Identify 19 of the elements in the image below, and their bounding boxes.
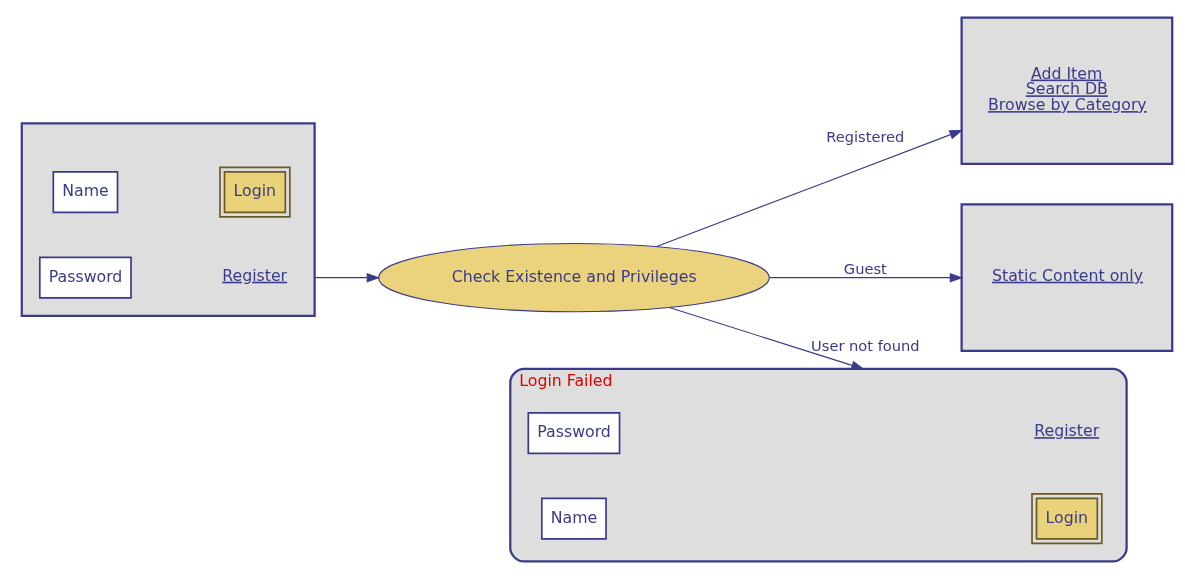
- arrow: [314, 272, 381, 283]
- node-box: Password: [38, 256, 132, 299]
- arrow: [656, 129, 963, 248]
- node-box: Password: [527, 411, 621, 455]
- arrow: [768, 272, 964, 283]
- arrow: [668, 307, 865, 370]
- node-text: Register: [1034, 421, 1100, 441]
- edge-label: User not found: [811, 337, 920, 355]
- edge-label: Registered: [826, 127, 905, 145]
- edge-label: Guest: [843, 259, 887, 277]
- node-box: Static Content only: [960, 203, 1174, 352]
- node-text: Register: [222, 265, 288, 285]
- node-box: Login: [219, 166, 291, 218]
- node-box: Add Item Search DB Browse by Category: [960, 16, 1174, 166]
- node-ellipse: Check Existence and Privileges: [377, 242, 770, 313]
- node-box: Name: [52, 170, 119, 214]
- node-box: Name: [540, 497, 607, 540]
- node-box: Login: [1031, 493, 1103, 545]
- cluster: [20, 122, 316, 318]
